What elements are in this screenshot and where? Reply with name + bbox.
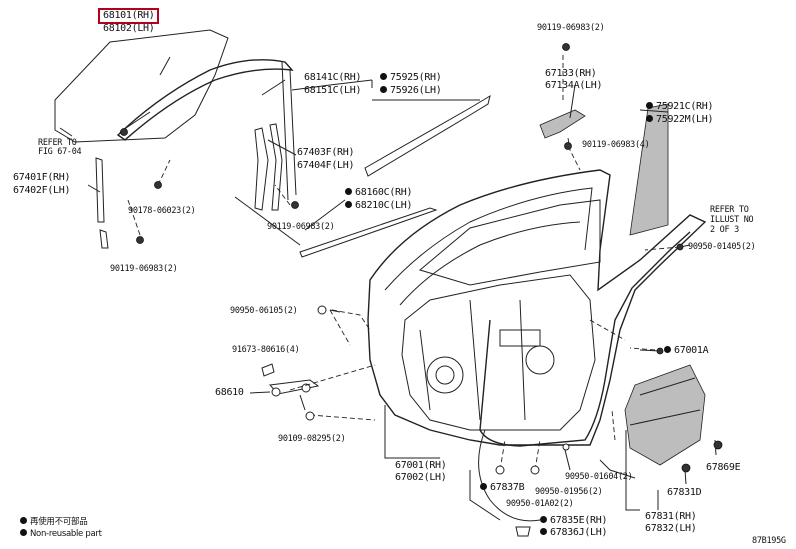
plug-icon [562, 443, 570, 451]
label-garnish-rh: 75921C(RH) [646, 101, 714, 112]
label-div-lh: 67404F(LH) [297, 160, 355, 171]
label-bolt-a: 90178-06023(2) [128, 206, 196, 216]
figure-number: 87B195G [752, 536, 786, 546]
non-reusable-icon [345, 188, 352, 195]
label-clip-a: 90950-01405(2) [688, 242, 756, 252]
bolt-icon [154, 181, 162, 189]
label-refer-to: REFER TO [38, 138, 77, 148]
service-hole-cover [624, 364, 706, 466]
non-reusable-icon [380, 86, 387, 93]
non-reusable-icon [540, 516, 547, 523]
label-sash-rh: 67401F(RH) [13, 172, 71, 183]
division-bar [254, 127, 269, 211]
rear-garnish [629, 103, 669, 236]
door-weatherstrip [479, 231, 691, 447]
label-cover-rh: 67831(RH) [645, 511, 697, 522]
outer-strip [299, 207, 438, 258]
label-mould-rh: 75925(RH) [380, 72, 442, 83]
label-wst-rh: 67835E(RH) [540, 515, 608, 526]
belt-moulding [364, 94, 491, 177]
label-bolt-e: 90119-06983(4) [582, 140, 650, 150]
non-reusable-icon [646, 115, 653, 122]
label-bolt-f: 90109-08295(2) [278, 434, 346, 444]
non-reusable-icon [480, 483, 487, 490]
non-reusable-icon [20, 529, 27, 536]
door-frame [367, 169, 707, 446]
bolt-icon [564, 142, 572, 150]
plug-icon [530, 465, 540, 475]
door-glass [54, 29, 229, 143]
label-bolt-c: 90119-06983(2) [267, 222, 335, 232]
non-reusable-icon [345, 201, 352, 208]
label-cover: 67001A [664, 345, 709, 356]
label-glass-rh: 68101(RH) [103, 10, 155, 21]
plug-icon [317, 305, 327, 315]
highlight-box [98, 8, 159, 24]
label-seal-a: 67869E [706, 462, 741, 473]
clip-icon [681, 463, 691, 473]
clip-icon [713, 440, 723, 450]
label-plug-d: 90950-01A02(2) [506, 499, 574, 509]
label-bracket-rh: 67133(RH) [545, 68, 597, 79]
door-bracket [539, 109, 586, 139]
legend-en: Non-reusable part [20, 529, 102, 539]
front-sash-lower [99, 229, 109, 249]
bolt-icon [291, 201, 299, 209]
label-strip-lh: 68210C(LH) [345, 200, 413, 211]
non-reusable-icon [380, 73, 387, 80]
label-refer2-a: REFER TO [710, 205, 749, 215]
label-bolt-b: 90119-06983(2) [110, 264, 178, 274]
bolt-icon [136, 236, 144, 244]
label-cover-lh: 67832(LH) [645, 523, 697, 534]
clip-icon [656, 347, 664, 355]
non-reusable-icon [20, 517, 27, 524]
non-reusable-icon [664, 346, 671, 353]
glass-run [116, 59, 294, 141]
plug-icon [495, 465, 505, 475]
bolt-icon [676, 243, 684, 251]
label-panel-rh: 67001(RH) [395, 460, 447, 471]
label-seal-b: 67837B [480, 482, 525, 493]
label-strip-rh: 68160C(RH) [345, 187, 413, 198]
non-reusable-icon [540, 528, 547, 535]
label-check: 68610 [215, 387, 244, 398]
bolt-icon [562, 43, 570, 51]
label-run-lh: 68151C(LH) [304, 85, 362, 96]
label-refer2-b: ILLUST NO [710, 215, 754, 225]
label-service: 67831D [667, 487, 702, 498]
legend-jp: 再使用不可部品 [20, 517, 88, 527]
bolt-icon [305, 411, 315, 421]
label-garnish-lh: 75922M(LH) [646, 114, 714, 125]
label-bracket-lh: 67134A(LH) [545, 80, 603, 91]
non-reusable-icon [646, 102, 653, 109]
label-run-rh: 68141C(RH) [304, 72, 362, 83]
label-refer2-c: 2 OF 3 [710, 225, 739, 235]
clip-icon [515, 526, 531, 537]
front-sash [95, 157, 105, 223]
label-panel-lh: 67002(LH) [395, 472, 447, 483]
label-fig: FIG 67-04 [38, 147, 82, 157]
label-wst-lh: 67836J(LH) [540, 527, 608, 538]
label-mould-lh: 75926(LH) [380, 85, 442, 96]
label-bolt-d: 90119-06983(2) [537, 23, 605, 33]
label-glass-lh: 68102(LH) [103, 23, 155, 34]
label-clip-b: 91673-80616(4) [232, 345, 300, 355]
label-div-rh: 67403F(RH) [297, 147, 355, 158]
label-plug-a: 90950-06105(2) [230, 306, 298, 316]
bolt-icon [120, 128, 128, 136]
label-plug-b: 90950-01604(2) [565, 472, 633, 482]
label-plug-c: 90950-01956(2) [535, 487, 603, 497]
inner-panel [401, 274, 596, 431]
label-sash-lh: 67402F(LH) [13, 185, 71, 196]
